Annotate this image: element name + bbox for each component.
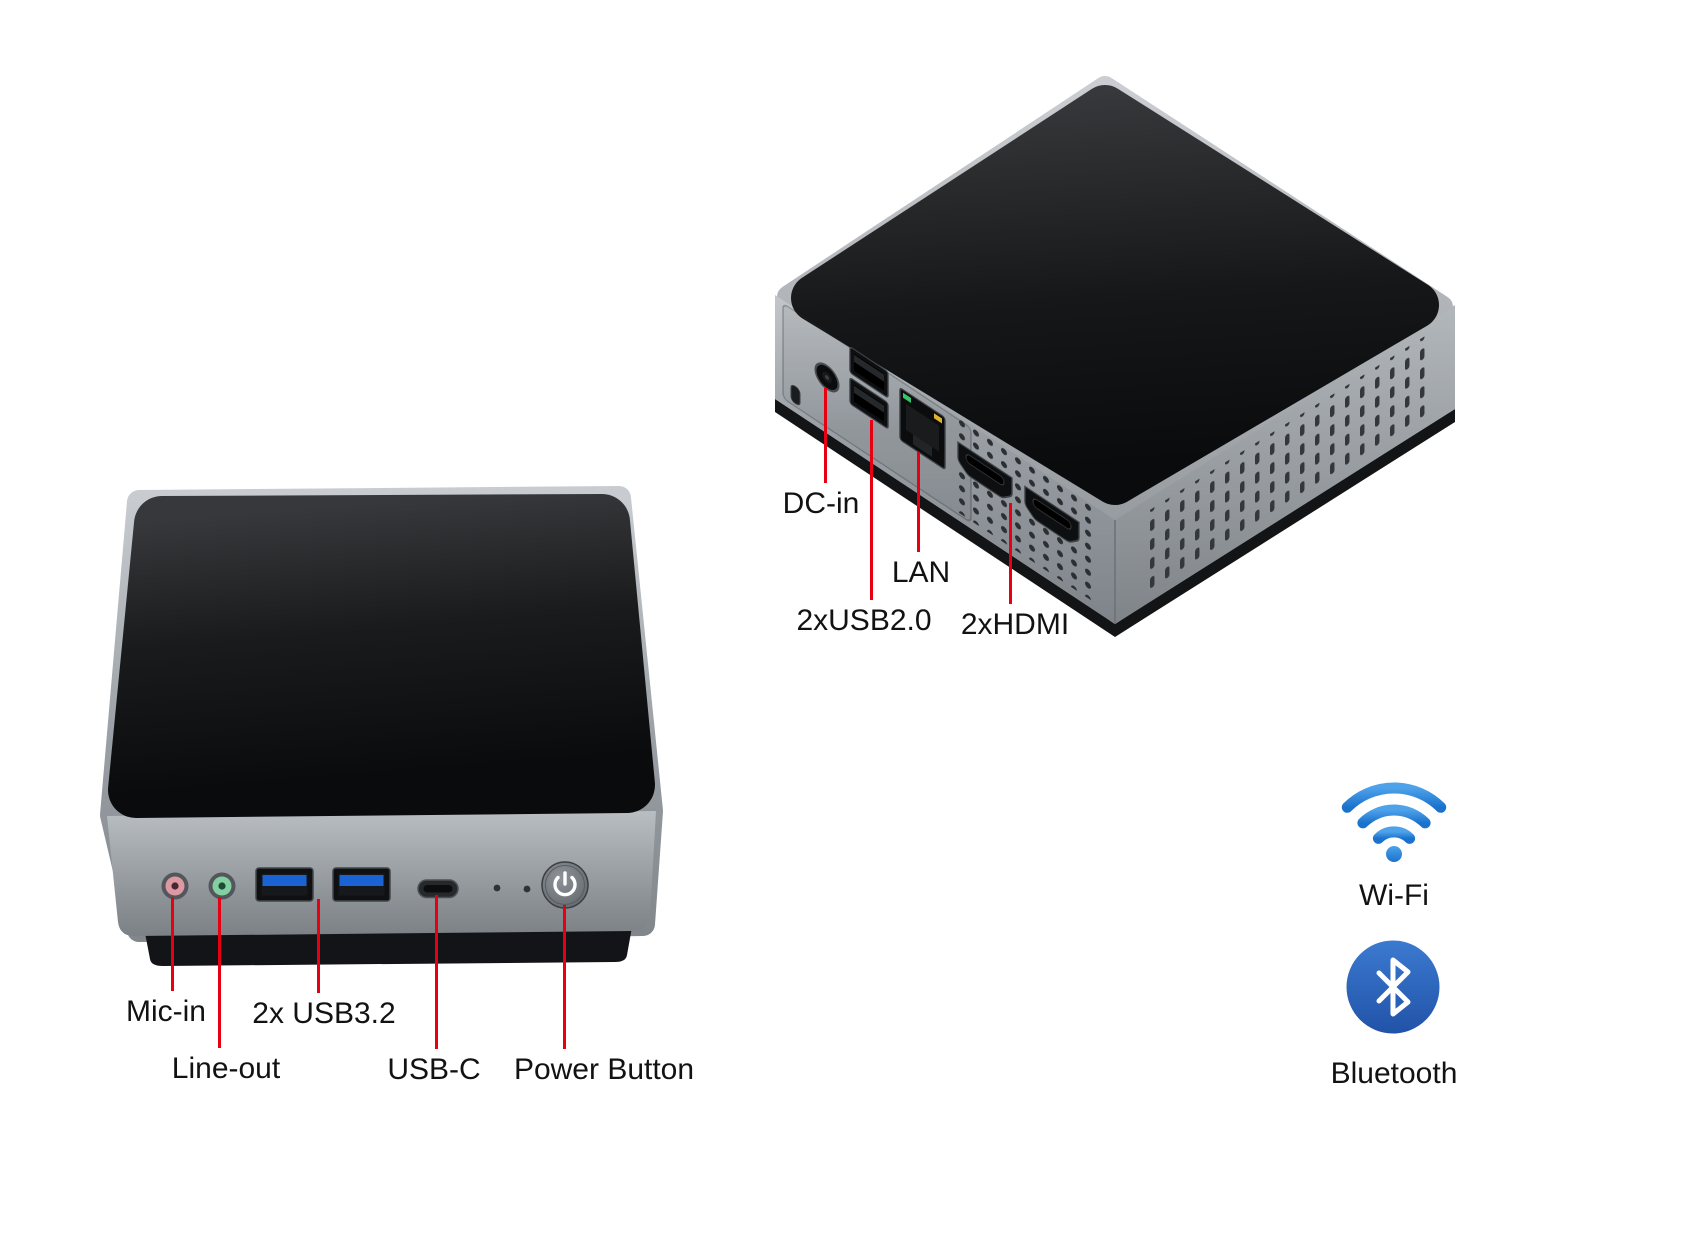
usb2-port-top [849, 346, 889, 398]
usb20-label: 2xUSB2.0 [796, 604, 932, 637]
rear-ports [782, 304, 1093, 602]
usb-c-port [417, 879, 459, 899]
vent-slots [1143, 331, 1433, 595]
rear-view-device-illustration [775, 76, 1455, 637]
front-ports [161, 861, 589, 909]
dc-in-port [814, 362, 840, 393]
usb-c-label: USB-C [387, 1053, 481, 1086]
front-hole-1 [493, 884, 501, 892]
callout-line-lan [917, 452, 920, 552]
callout-line-line-out [218, 897, 221, 1048]
lan-port [899, 388, 946, 470]
callout-line-usb20 [870, 420, 873, 600]
callout-line-mic-in [171, 897, 174, 991]
front-device-top-face [108, 494, 655, 818]
hdmi-port-1 [957, 440, 1013, 499]
callout-line-hdmi [1009, 503, 1012, 604]
hdmi-label: 2xHDMI [960, 608, 1070, 641]
mic-in-port [161, 872, 189, 900]
callout-line-power [563, 905, 566, 1049]
callout-line-usb32 [317, 899, 320, 993]
dc-in-label: DC-in [782, 487, 860, 520]
lan-label: LAN [891, 556, 951, 589]
bluetooth-icon [1346, 940, 1440, 1034]
rear-device-top-face [791, 85, 1439, 505]
hdmi-port-2 [1024, 485, 1080, 543]
usb32-label: 2x USB3.2 [252, 997, 396, 1030]
lock-slot [790, 384, 801, 406]
front-device-bottom-strip [145, 927, 632, 966]
usb3-port-2 [332, 867, 391, 902]
front-view-device-illustration [100, 486, 663, 966]
wifi-label: Wi-Fi [1359, 879, 1429, 912]
front-hole-2 [523, 885, 531, 893]
usb2-port-bottom [849, 377, 889, 429]
power-button [541, 861, 589, 909]
bluetooth-label: Bluetooth [1330, 1057, 1458, 1090]
callout-line-dc-in [824, 388, 827, 483]
usb3-port-1 [255, 867, 314, 902]
mic-in-label: Mic-in [126, 995, 206, 1028]
line-out-port [208, 872, 236, 900]
power-button-label: Power Button [513, 1053, 695, 1086]
callout-line-usb-c [435, 895, 438, 1049]
wifi-icon [1341, 782, 1447, 862]
line-out-label: Line-out [171, 1052, 281, 1085]
